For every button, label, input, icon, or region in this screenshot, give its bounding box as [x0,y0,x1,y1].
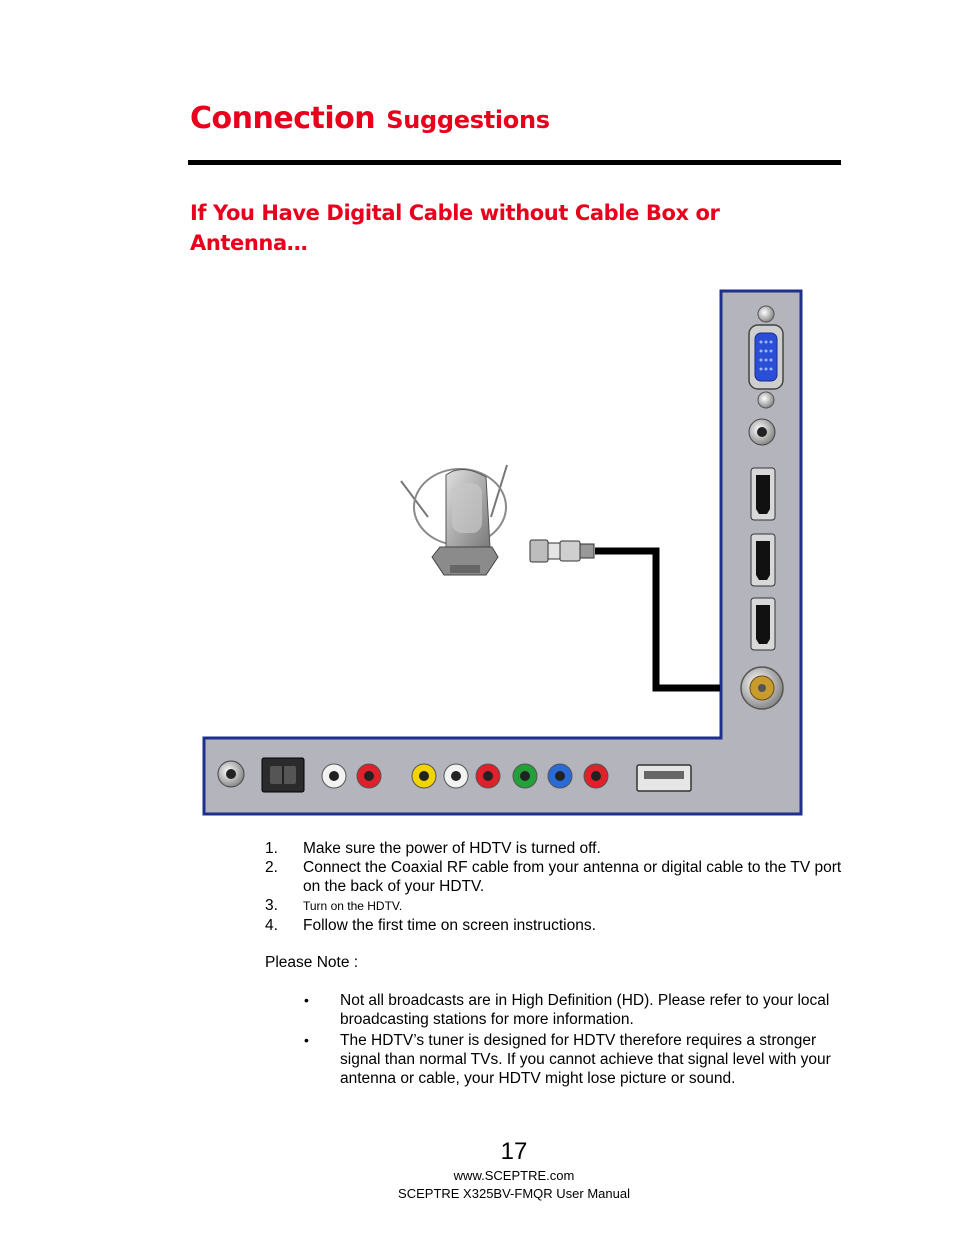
step-text: Turn on the HDTV. [303,899,403,913]
page-number: 17 [500,1138,528,1165]
vga-port-icon [748,305,784,409]
note-label: Please Note : [265,954,359,971]
composite-audio-white-icon [443,763,469,789]
step-item: 3. Turn on the HDTV. [265,896,845,916]
coax-cable [595,547,720,692]
page-title: Connection Suggestions [190,98,550,136]
footer-manual-title: SCEPTRE X325BV-FMQR User Manual [398,1186,630,1201]
component-y-green-icon [512,763,538,789]
title-divider [188,160,841,165]
bullet-icon: • [304,992,309,1008]
step-text: Make sure the power of HDTV is turned of… [303,840,601,857]
instruction-steps: 1. Make sure the power of HDTV is turned… [265,839,845,935]
component-pr-red-icon [583,763,609,789]
hdmi-port-1-icon [750,467,776,521]
headphone-jack-icon [217,760,245,788]
hdmi-port-3-icon [750,597,776,651]
connection-diagram [202,289,803,816]
section-title: If You Have Digital Cable without Cable … [190,201,720,255]
note-text: Not all broadcasts are in High Definitio… [340,992,830,1028]
audio-in-white-icon [321,763,347,789]
audio-in-red-icon [356,763,382,789]
step-number: 1. [265,840,278,857]
component-pb-blue-icon [547,763,573,789]
step-item: 1. Make sure the power of HDTV is turned… [265,839,845,858]
note-item: • Not all broadcasts are in High Definit… [302,991,837,1029]
note-item: • The HDTV’s tuner is designed for HDTV … [302,1031,837,1088]
rf-coax-port-icon [740,666,784,710]
page-title-sub: Suggestions [386,106,550,134]
pc-audio-jack-icon [748,418,776,446]
composite-video-yellow-icon [411,763,437,789]
notes-list: • Not all broadcasts are in High Definit… [302,991,837,1090]
step-text: Follow the first time on screen instruct… [303,917,596,934]
footer-website: www.SCEPTRE.com [453,1168,575,1183]
step-text: Connect the Coaxial RF cable from your a… [303,859,842,895]
tv-back-panel [202,289,803,816]
f-connector-icon [529,539,595,563]
bullet-icon: • [304,1032,309,1048]
composite-audio-red-icon [475,763,501,789]
step-item: 4. Follow the first time on screen instr… [265,916,845,935]
step-number: 2. [265,859,278,876]
optical-port-icon [261,757,305,793]
step-number: 3. [265,897,278,914]
hdmi-port-2-icon [750,533,776,587]
page-title-main: Connection [190,101,376,136]
antenna-icon [400,464,508,576]
step-item: 2. Connect the Coaxial RF cable from you… [265,858,845,896]
usb-port-icon [636,764,692,792]
note-text: The HDTV’s tuner is designed for HDTV th… [340,1032,831,1087]
step-number: 4. [265,917,278,934]
